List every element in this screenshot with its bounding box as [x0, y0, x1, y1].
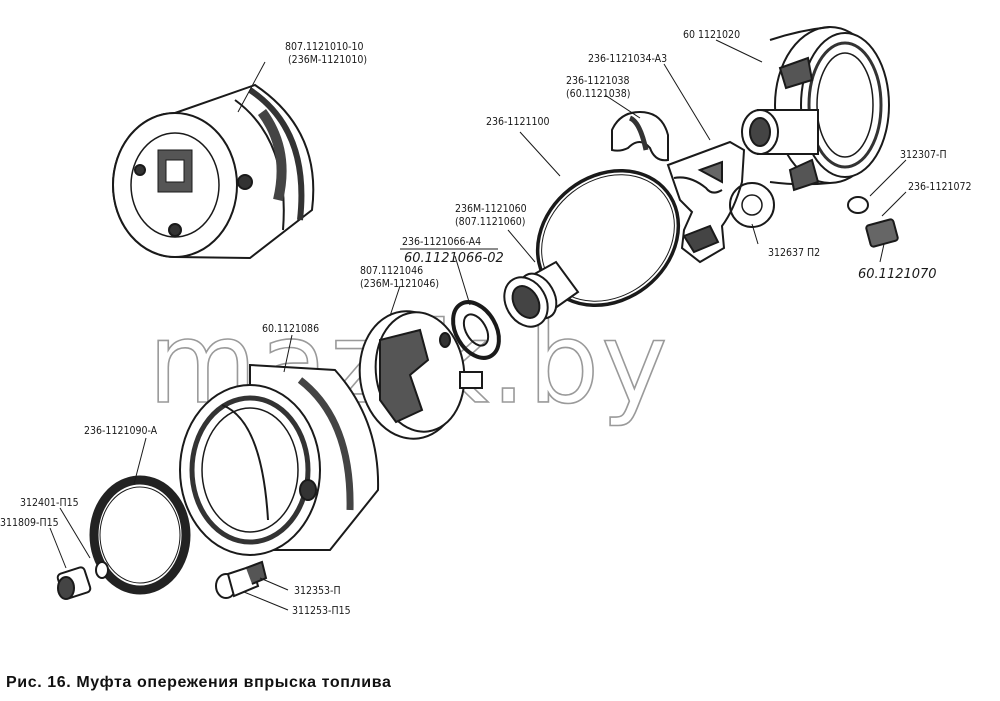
washer	[729, 182, 775, 228]
spring	[847, 196, 899, 248]
label-312401-p15: 312401-П15	[20, 497, 79, 509]
label-236m-1121046: (236M-1121046)	[360, 278, 439, 290]
label-60-1121070: 60.1121070	[858, 267, 937, 282]
label-807-1121060: (807.1121060)	[455, 216, 525, 228]
figure-caption: Рис. 16. Муфта опережения впрыска топлив…	[6, 674, 392, 691]
coupling-assembly	[112, 83, 315, 260]
label-236-1121072: 236-1121072	[908, 181, 972, 193]
label-236-1121038: 236-1121038	[566, 75, 630, 87]
label-236-1121066-a4: 236-1121066-A4	[402, 236, 481, 248]
label-807-1121046: 807.1121046	[360, 265, 423, 277]
bush	[503, 260, 580, 328]
seal-ring	[451, 300, 501, 360]
drive-flange	[741, 26, 890, 192]
label-236-1121100: 236-1121100	[486, 116, 550, 128]
hub-flange	[358, 310, 483, 440]
plug-left	[56, 561, 109, 600]
shim-cap	[611, 110, 669, 162]
label-312637-p2: 312637 П2	[768, 247, 820, 259]
label-60-1121020: 60 1121020	[683, 29, 740, 41]
label-312307-p: 312307-П	[900, 149, 947, 161]
label-236m-1121010: (236M-1121010)	[288, 54, 367, 66]
flyweight	[666, 140, 746, 264]
leader-lines	[49, 39, 907, 611]
label-60-1121038: (60.1121038)	[566, 88, 630, 100]
label-60-1121086: 60.1121086	[262, 323, 319, 335]
label-60-1121066-02: 60.1121066-02	[404, 251, 504, 266]
label-236-1121090-a: 236-1121090-A	[84, 425, 158, 437]
part-labels: 807.1121010-10 (236M-1121010) 60 1121020…	[0, 29, 972, 617]
housing	[179, 363, 380, 556]
label-236-1121034-a3: 236-1121034-A3	[588, 53, 667, 65]
label-312353-p: 312353-П	[294, 585, 341, 597]
screw	[215, 560, 268, 599]
label-807-1121010-10: 807.1121010-10	[285, 41, 364, 53]
label-236m-1121060: 236M-1121060	[455, 203, 527, 215]
label-311253-p15: 311253-П15	[292, 605, 351, 617]
label-311809-p15: 311809-П15	[0, 517, 59, 529]
gasket	[89, 475, 191, 595]
